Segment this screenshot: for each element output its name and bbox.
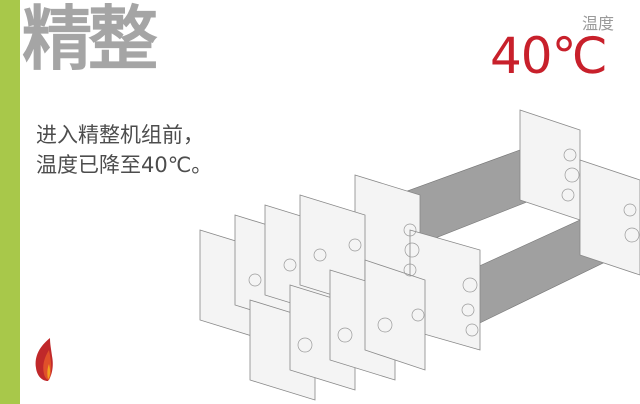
flame-icon [35, 338, 53, 381]
accent-sidebar [0, 0, 20, 404]
description-line-2: 温度已降至40℃。 [36, 153, 213, 177]
finishing-mill-illustration [199, 109, 640, 401]
description-line-1: 进入精整机组前， [36, 123, 204, 147]
temperature-label: 温度 [582, 14, 615, 33]
page-title: 精整 [22, 0, 158, 80]
temperature-value: 40℃ [490, 27, 608, 85]
description: 进入精整机组前， 温度已降至40℃。 [36, 120, 212, 180]
